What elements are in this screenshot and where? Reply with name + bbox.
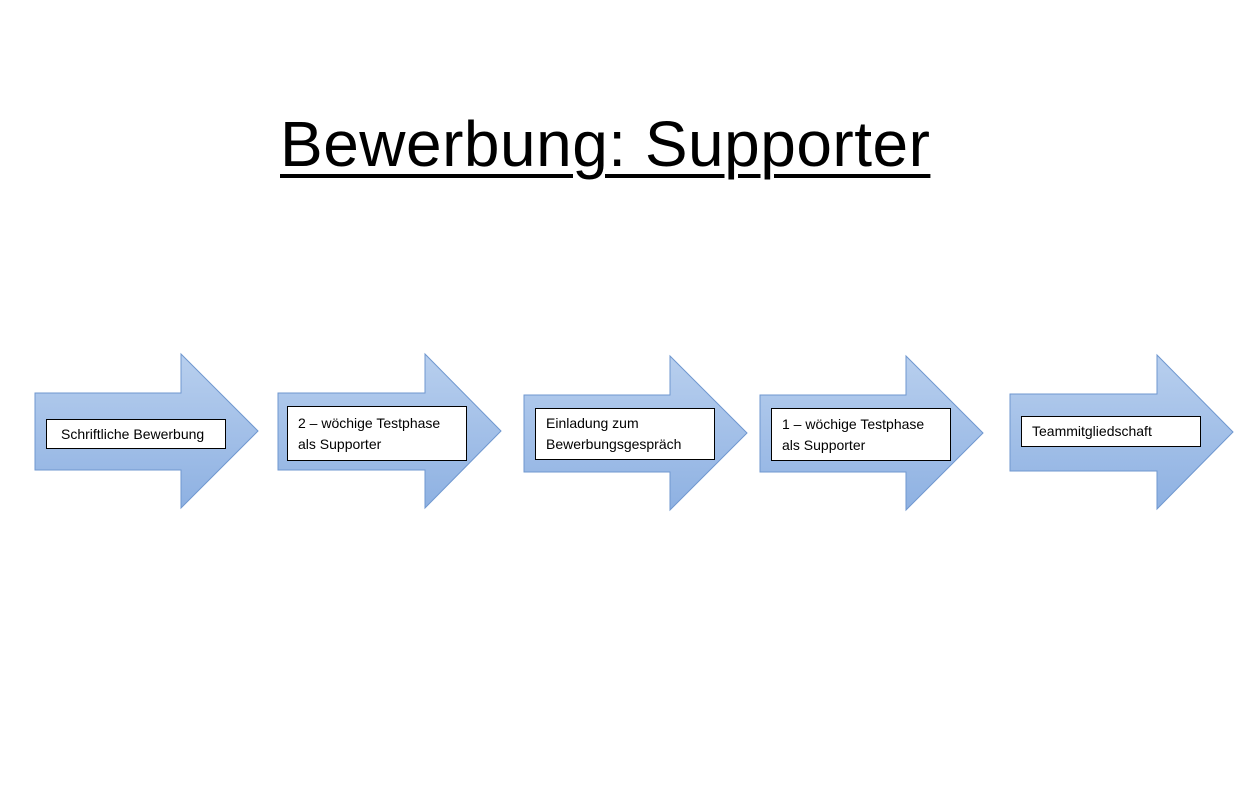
- step-box-einladung-bewerbungsgespraech: Einladung zum Bewerbungsgespräch: [535, 408, 715, 460]
- page-title: Bewerbung: Supporter: [280, 108, 931, 180]
- step-box-testphase-1-woche: 1 – wöchige Testphase als Supporter: [771, 408, 951, 461]
- step-box-schriftliche-bewerbung: Schriftliche Bewerbung: [46, 419, 226, 449]
- step-box-testphase-2-wochen: 2 – wöchige Testphase als Supporter: [287, 406, 467, 461]
- step-box-teammitgliedschaft: Teammitgliedschaft: [1021, 416, 1201, 447]
